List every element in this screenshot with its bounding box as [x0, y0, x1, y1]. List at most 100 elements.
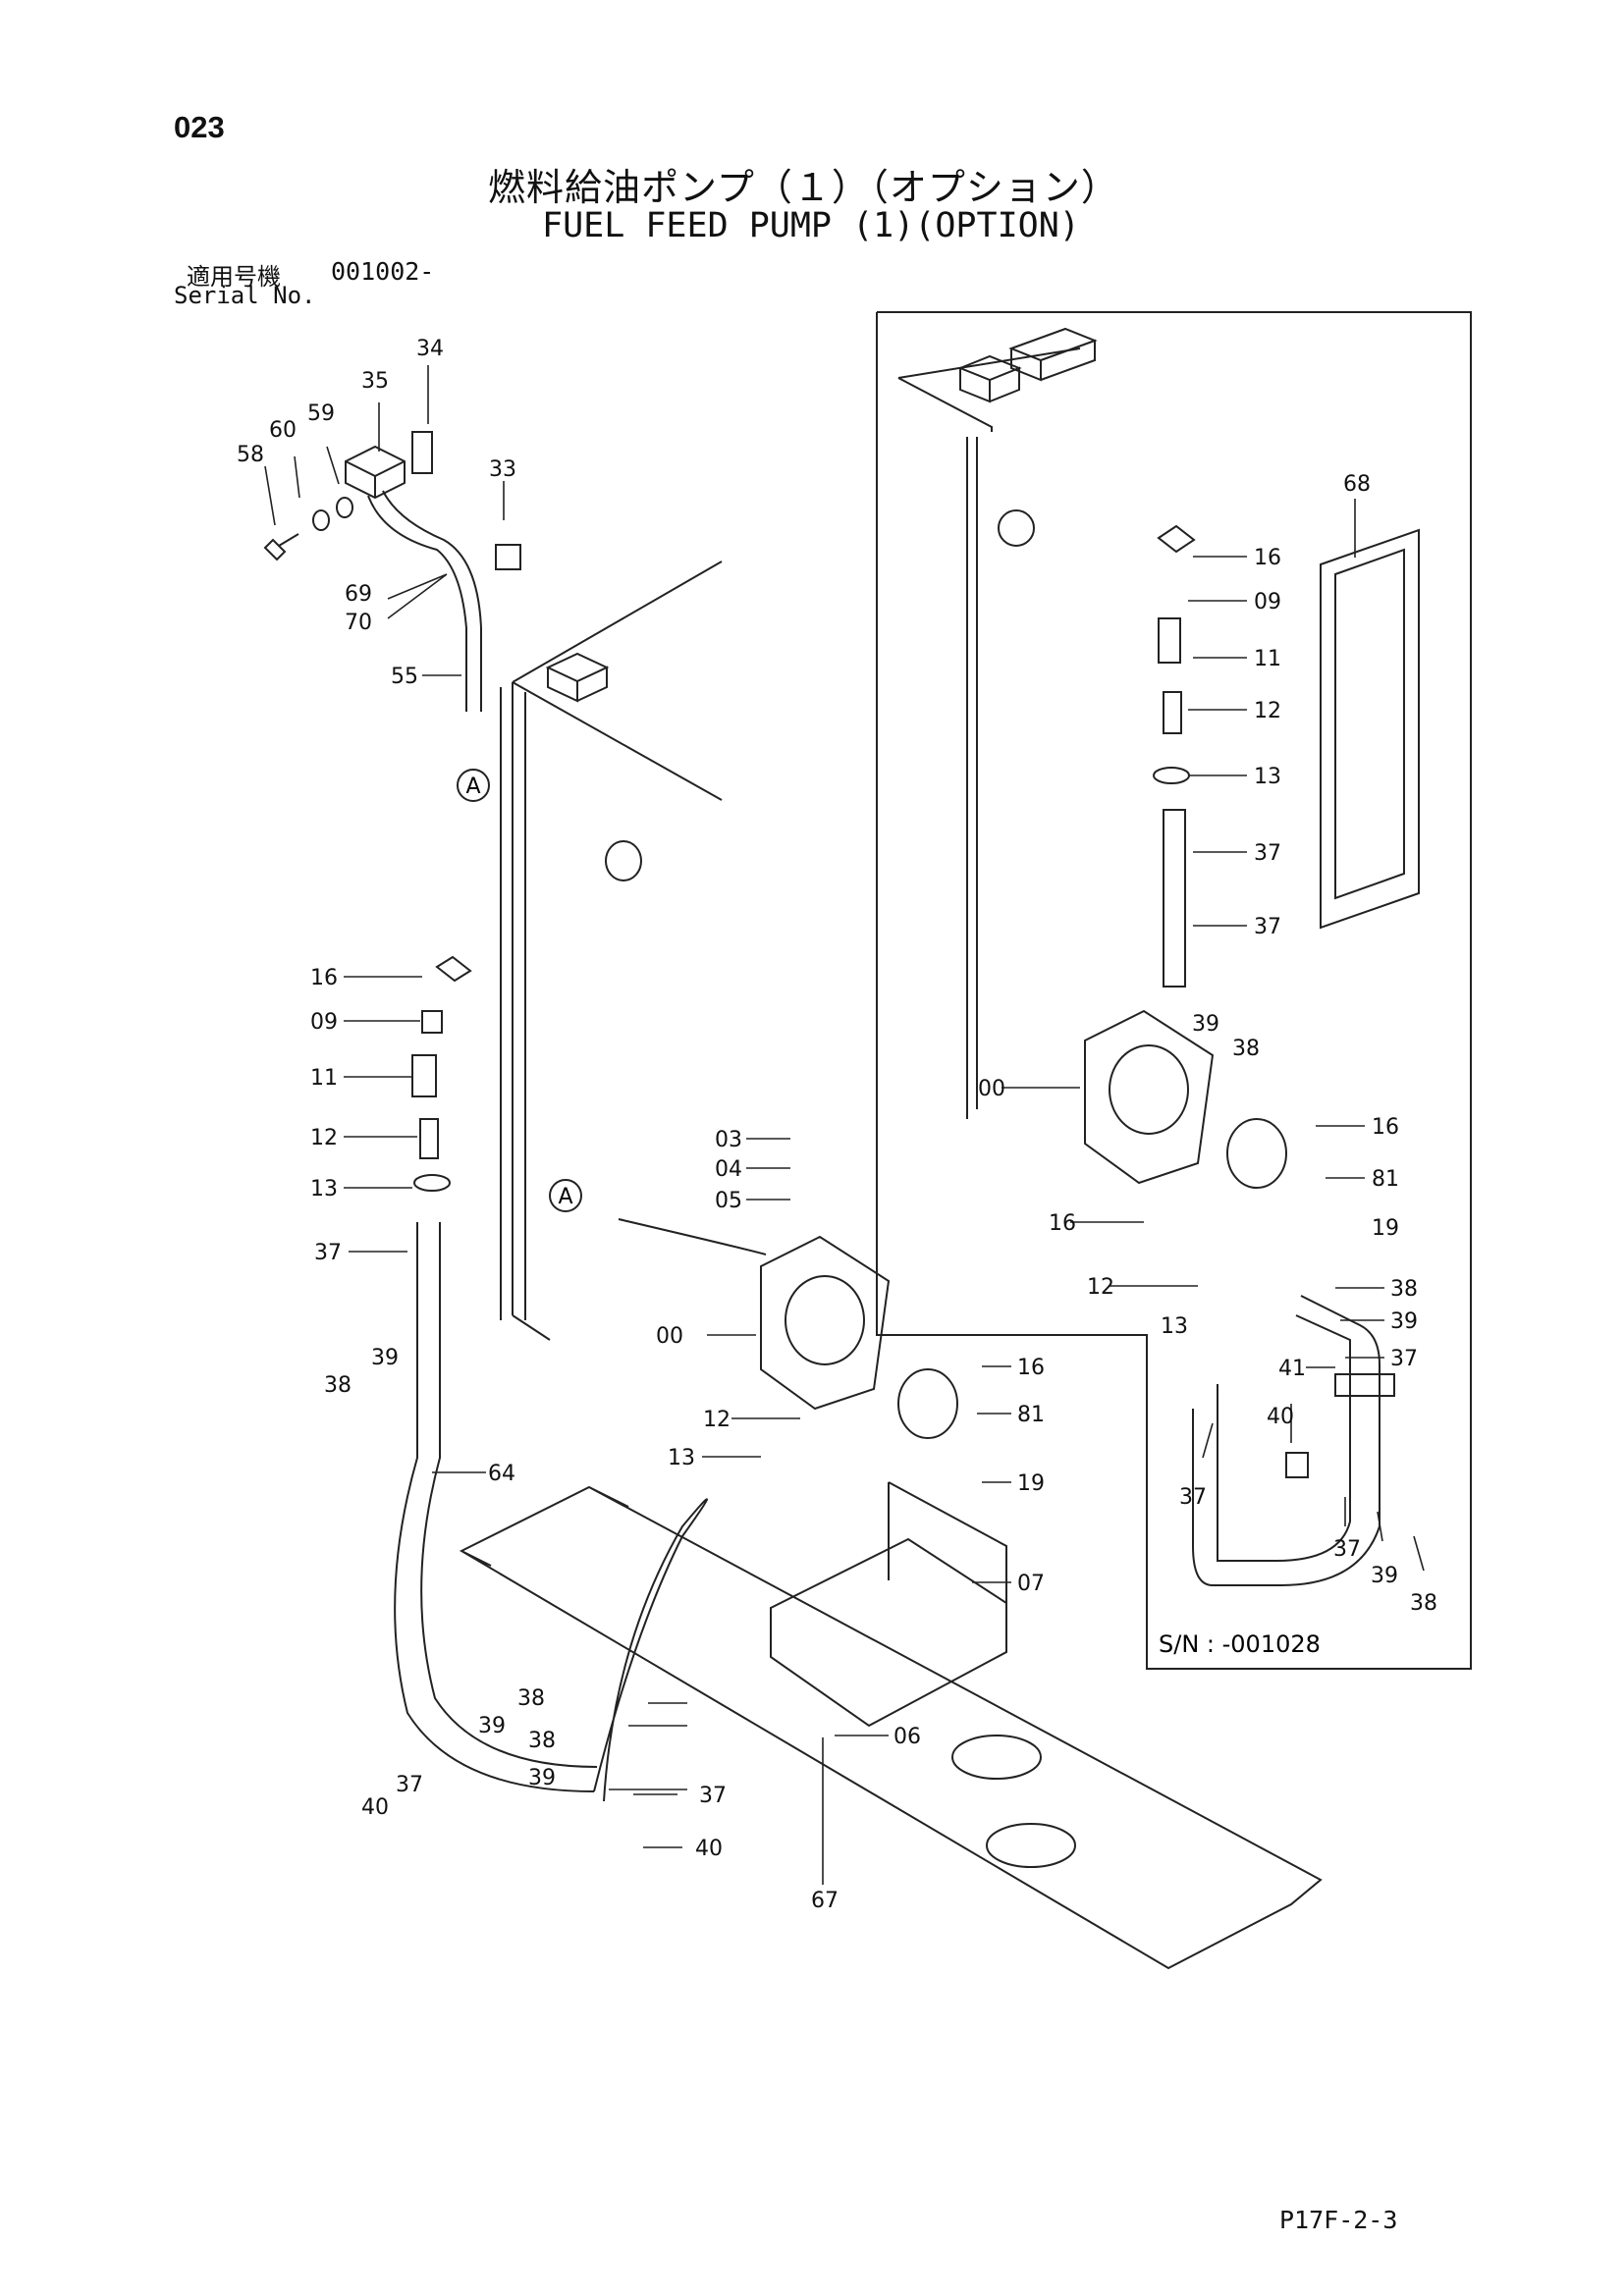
footer-code: P17F-2-3: [1279, 2206, 1398, 2234]
label-34: 34: [416, 337, 444, 361]
elbow-16-left: [435, 955, 472, 983]
label-37-inset-b: 37: [1254, 915, 1281, 939]
label-70: 70: [345, 611, 372, 635]
label-13-inset-top: 13: [1254, 765, 1281, 789]
label-37-inset-right: 37: [1390, 1347, 1418, 1371]
label-39-lower: 39: [528, 1766, 556, 1790]
label-38-inset-top: 38: [1232, 1037, 1260, 1061]
hose-64: [394, 1222, 598, 1792]
label-68: 68: [1343, 472, 1371, 497]
label-38-inset-bottom: 38: [1410, 1591, 1437, 1616]
hose-return: [593, 1498, 708, 1802]
label-40-lower: 40: [695, 1837, 723, 1861]
label-09-inset: 09: [1254, 590, 1281, 614]
label-64: 64: [488, 1462, 515, 1486]
label-38-inset-right: 38: [1390, 1277, 1418, 1302]
label-38-left: 38: [324, 1373, 352, 1398]
hose-clamp-13-left: [413, 1174, 451, 1192]
adapter-12-left: [419, 1118, 439, 1159]
callout-a-lower-letter: A: [558, 1185, 572, 1209]
label-37-inset-a: 37: [1254, 841, 1281, 866]
label-39-left: 39: [371, 1346, 399, 1370]
label-13-main: 13: [668, 1446, 695, 1470]
label-11-left: 11: [310, 1066, 338, 1091]
clip-34: [411, 431, 433, 474]
label-37-lower-left: 37: [396, 1773, 423, 1797]
inset-hose: [1163, 809, 1186, 988]
inset-clamp-13: [1153, 767, 1190, 784]
base-plate-67: [459, 1485, 1323, 1970]
label-40-left: 40: [361, 1795, 389, 1820]
callout-a-upper: [457, 769, 490, 802]
label-16-left: 16: [310, 966, 338, 990]
inset-adapter-12: [1163, 691, 1182, 734]
label-38-mid: 38: [517, 1686, 545, 1711]
bolt-58: [263, 533, 299, 561]
label-67: 67: [811, 1889, 839, 1913]
label-58: 58: [237, 443, 264, 467]
label-35: 35: [361, 369, 389, 394]
label-16-main: 16: [1017, 1356, 1045, 1380]
label-12-main: 12: [703, 1408, 731, 1432]
label-13-inset-low: 13: [1161, 1314, 1188, 1339]
label-12-inset-top: 12: [1254, 699, 1281, 723]
label-69: 69: [345, 582, 372, 607]
label-19-inset: 19: [1372, 1216, 1399, 1241]
label-40-inset: 40: [1267, 1405, 1294, 1429]
label-37-inset-left: 37: [1179, 1485, 1207, 1510]
label-13-left: 13: [310, 1177, 338, 1201]
inset-tank-outline: [897, 347, 1081, 1119]
label-12-left: 12: [310, 1126, 338, 1150]
base-hole-1: [951, 1735, 1042, 1780]
serial-number: 001002-: [331, 257, 435, 286]
base-hole-2: [986, 1823, 1076, 1868]
label-19-main: 19: [1017, 1471, 1045, 1496]
label-06: 06: [893, 1725, 921, 1749]
inset-rubber-mount: [957, 354, 1022, 403]
inset-elbow-16: [1157, 524, 1196, 554]
inset-check-valve-11: [1158, 617, 1181, 664]
label-37-left: 37: [314, 1241, 342, 1265]
tank-outline: [500, 561, 723, 1341]
nipple-09-left: [421, 1010, 443, 1034]
label-16-inset-mid: 16: [1372, 1115, 1399, 1140]
inset-clamp-40: [1285, 1452, 1309, 1478]
clamp-33: [495, 544, 521, 570]
label-33: 33: [489, 457, 516, 482]
hose-end-cap: [605, 840, 642, 881]
label-39-mid: 39: [478, 1714, 506, 1738]
label-09-left: 09: [310, 1010, 338, 1035]
label-37-inset-bottom: 37: [1333, 1537, 1361, 1562]
bracket-07: [770, 1481, 1007, 1728]
label-03: 03: [715, 1128, 742, 1152]
label-81-main: 81: [1017, 1403, 1045, 1427]
label-39-inset-top: 39: [1192, 1012, 1219, 1037]
serial-label-english: Serial No.: [174, 282, 316, 309]
page-title-japanese: 燃料給油ポンプ（１）（オプション）: [488, 166, 1119, 209]
callout-a-lower: [549, 1179, 582, 1212]
label-00-main: 00: [656, 1324, 683, 1349]
inset-hose-end: [998, 508, 1035, 548]
tank-rubber-mount: [545, 652, 610, 703]
label-11-inset: 11: [1254, 647, 1281, 671]
label-00-inset: 00: [978, 1077, 1005, 1101]
label-55: 55: [391, 665, 418, 689]
inset-rubber-mount-2: [1008, 327, 1098, 382]
label-05: 05: [715, 1189, 742, 1213]
fuel-pump-00: [760, 1235, 958, 1440]
label-12-inset-low: 12: [1087, 1275, 1114, 1300]
label-07: 07: [1017, 1572, 1045, 1596]
hose-55: [367, 490, 482, 712]
label-39-inset-right: 39: [1390, 1309, 1418, 1334]
page-title-english: FUEL FEED PUMP (1)(OPTION): [542, 206, 1080, 245]
label-41: 41: [1278, 1357, 1306, 1381]
inset-cover-68: [1320, 528, 1420, 930]
pump-hose-a: [618, 1218, 767, 1255]
serial-label-japanese: 適用号機: [187, 263, 281, 291]
inset-pipe-37: [1192, 1295, 1380, 1586]
label-60: 60: [269, 418, 297, 443]
label-38-lower: 38: [528, 1729, 556, 1753]
label-16-inset-low: 16: [1049, 1211, 1076, 1236]
inset-fuel-pump-00: [1084, 1009, 1287, 1190]
